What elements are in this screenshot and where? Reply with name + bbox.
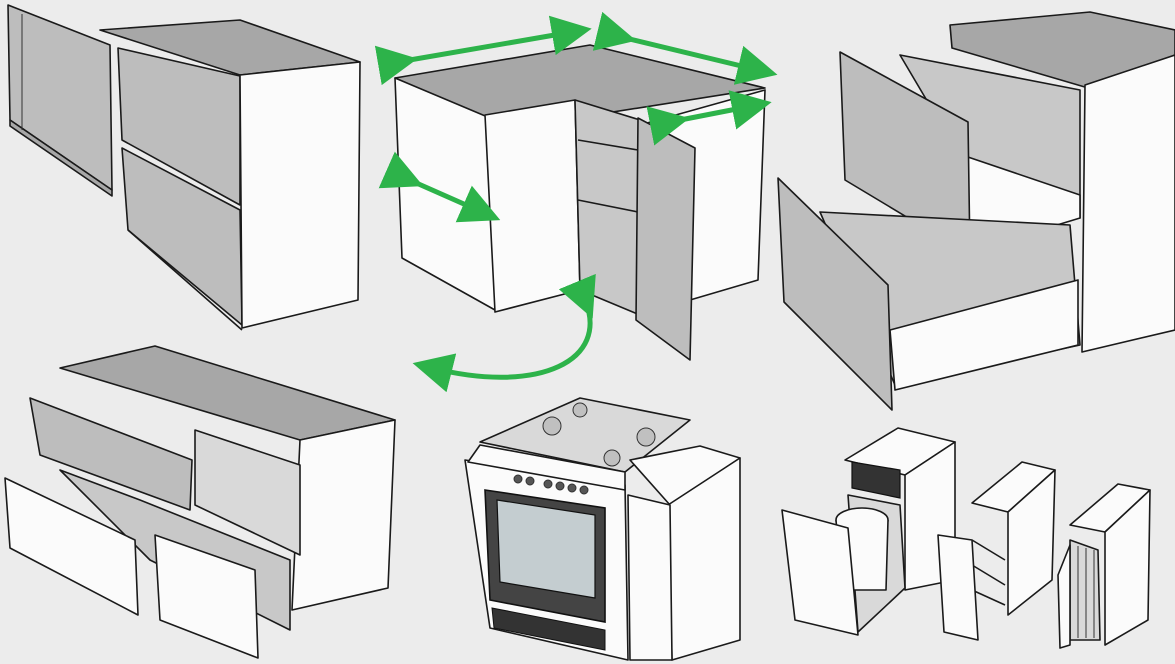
narrow-cabinet-side bbox=[1104, 489, 1151, 646]
drawer-unit-triple bbox=[4, 345, 396, 659]
corner-interior bbox=[574, 99, 641, 316]
drawer-unit-top bbox=[59, 345, 396, 441]
dimension-arrow-right bbox=[646, 90, 772, 146]
drawer-unit-side bbox=[291, 419, 396, 611]
dimension-arrow-width bbox=[374, 15, 592, 86]
wall-cabinet-pair bbox=[7, 4, 361, 331]
rack-cabinet-door bbox=[937, 534, 979, 641]
oven-window bbox=[496, 499, 596, 599]
corner-cabinet-with-doors bbox=[374, 11, 778, 393]
drawer-cabinet-open bbox=[777, 11, 1175, 411]
corner-door-left bbox=[484, 99, 581, 313]
narrow-cabinet-rack bbox=[1069, 539, 1101, 641]
stove-cooktop bbox=[479, 397, 691, 473]
bin-cabinet-door bbox=[781, 509, 859, 636]
corner-door-right bbox=[635, 117, 696, 361]
oven-drawer bbox=[491, 607, 606, 651]
drawer-cabinet-side bbox=[1081, 54, 1175, 353]
rack-shelves bbox=[971, 539, 1006, 606]
rotation-arrow bbox=[412, 273, 596, 393]
pull-out-cabinets bbox=[781, 427, 1151, 649]
lower-drawer-front bbox=[777, 177, 893, 411]
stove-knobs bbox=[513, 474, 589, 495]
middle-drawer-front bbox=[194, 429, 301, 556]
dimension-arrow-depth bbox=[592, 11, 778, 85]
left-door-panel bbox=[7, 4, 113, 191]
burner-2 bbox=[636, 427, 656, 447]
burner-3 bbox=[572, 402, 588, 418]
burner-1 bbox=[542, 416, 562, 436]
stove-cabinet-door bbox=[627, 494, 673, 661]
front-door-upper bbox=[117, 47, 241, 206]
bottom-left-drawer-front bbox=[4, 477, 139, 616]
stove-with-cabinet bbox=[464, 397, 741, 661]
rack-cabinet-side bbox=[1007, 469, 1056, 616]
top-drawer-front-tilted bbox=[29, 397, 193, 511]
burner-4 bbox=[603, 449, 621, 467]
bottom-right-drawer-front bbox=[154, 534, 259, 659]
dimension-arrow-left bbox=[378, 151, 501, 223]
drawer-cabinet-top bbox=[949, 11, 1175, 91]
cabinet-side bbox=[239, 61, 361, 329]
narrow-cabinet-door bbox=[1057, 544, 1071, 649]
